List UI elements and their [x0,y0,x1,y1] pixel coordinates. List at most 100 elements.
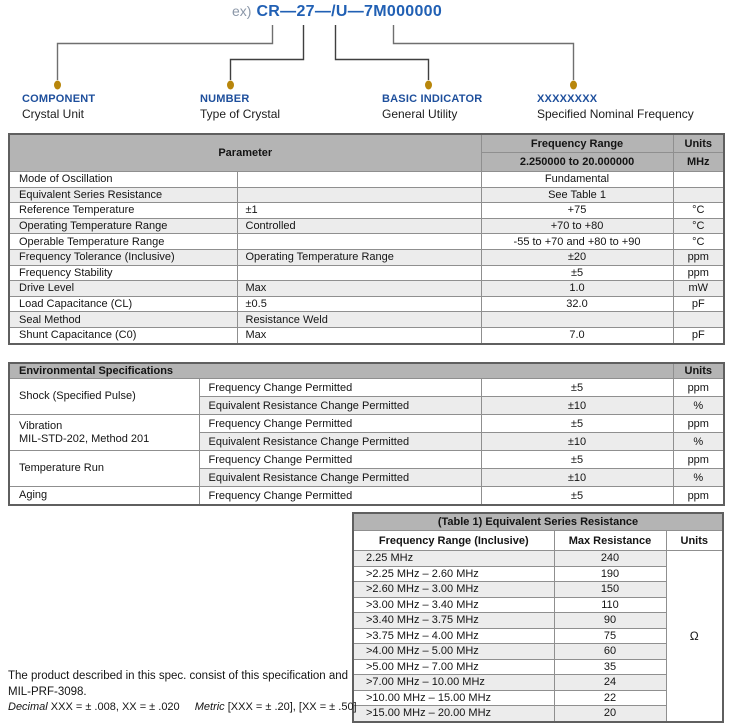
table-row: Shunt Capacitance (C0) Max 7.0 pF [8,326,725,345]
environmental-spec-table: Environmental Specifications Units Shock… [8,362,726,506]
table-row: 2.250000 to 20.000000 MHz [9,152,725,172]
env-unit-cell: ppm [672,450,725,469]
env-param-cell: Equivalent Resistance Change Permitted [198,432,482,451]
env-header-title: Environmental Specifications [8,362,674,379]
esr-table: (Table 1) Equivalent Series Resistance F… [352,512,725,723]
diagram-label-frequency: XXXXXXXX Specified Nominal Frequency [537,92,694,122]
param-value-cell: +75 [480,202,674,219]
esr-resistance-cell: 22 [553,689,667,706]
param-value-cell: +70 to +80 [480,217,674,235]
table-row: Operating Temperature Range Controlled +… [8,217,725,235]
esr-range-cell: 2.25 MHz [352,550,555,567]
table-row: 2.25 MHz 240 Ω [352,550,724,722]
param-unit-cell: mW [672,280,725,297]
param-unit-cell: ppm [672,264,725,282]
table-row: (Table 1) Equivalent Series Resistance [352,512,724,531]
env-group-cell: Shock (Specified Pulse) [8,378,200,415]
env-unit-cell: ppm [672,378,725,397]
esr-range-cell: >3.40 MHz – 3.75 MHz [352,612,555,629]
decimal-label: Decimal [8,701,48,713]
part-number-diagram-connectors [54,25,577,90]
table-row: Mode of Oscillation Fundamental [8,171,725,188]
esr-range-cell: >15.00 MHz – 20.00 MHz [352,705,555,722]
esr-range-cell: >3.75 MHz – 4.00 MHz [352,627,555,644]
table-row: >2.25 MHz – 2.60 MHz 190 [352,565,723,582]
param-name-cell: Equivalent Series Resistance [8,186,238,204]
esr-header-units: Units [665,530,724,551]
param-value-cell: See Table 1 [480,186,674,204]
table-row: Frequency Tolerance (Inclusive) Operatin… [8,248,725,266]
param-condition-cell [236,233,482,250]
label-title: NUMBER [200,93,250,105]
esr-header-resistance: Max Resistance [553,530,667,551]
env-unit-cell: ppm [672,414,725,433]
param-unit-cell: °C [672,233,725,250]
label-title: BASIC INDICATOR [382,93,483,105]
param-condition-cell [236,186,482,204]
env-group-cell: Temperature Run [8,450,200,487]
table-row: Temperature Run Frequency Change Permitt… [8,450,725,487]
esr-resistance-cell: 24 [553,674,667,691]
param-value-cell: ±5 [480,264,674,282]
spec-header-units-value: MHz [672,152,725,172]
esr-range-cell: >2.25 MHz – 2.60 MHz [352,565,555,582]
param-value-cell: Fundamental [480,171,674,188]
env-unit-cell: ppm [672,486,725,506]
env-value-cell: ±5 [480,378,674,397]
param-name-cell: Operable Temperature Range [8,233,238,250]
table-row: Equivalent Resistance Change Permitted ±… [9,396,725,415]
table-row: Environmental Specifications Units [8,362,725,379]
esr-range-cell: >7.00 MHz – 10.00 MHz [352,674,555,691]
table-row: Vibration MIL-STD-202, Method 201 Freque… [8,414,725,451]
esr-range-cell: >5.00 MHz – 7.00 MHz [352,658,555,675]
table-row: Parameter Frequency Range Units [8,133,725,172]
diagram-label-basic-indicator: BASIC INDICATOR General Utility [382,92,482,122]
table-row: >2.60 MHz – 3.00 MHz 150 [352,581,723,598]
esr-range-cell: >3.00 MHz – 3.40 MHz [352,596,555,613]
param-condition-cell: Operating Temperature Range [236,248,482,266]
table-row: Equivalent Series Resistance See Table 1 [8,186,725,204]
example-prefix: ex) [232,3,252,19]
connector-dot [227,80,234,90]
esr-units-cell: Ω [665,550,724,722]
table-row: >7.00 MHz – 10.00 MHz 24 [352,674,723,691]
esr-resistance-cell: 190 [553,565,667,582]
param-condition-cell: ±1 [236,202,482,219]
param-value-cell: ±20 [480,248,674,266]
env-unit-cell: % [672,396,725,415]
param-value-cell [480,311,674,328]
metric-label: Metric [194,701,225,713]
table-row: Drive Level Max 1.0 mW [8,280,725,297]
param-unit-cell: pF [672,295,725,313]
part-number-code: CR—27—/U—7M000000 [256,3,443,20]
product-note-line1: The product described in this spec. cons… [8,670,349,682]
param-unit-cell: °C [672,202,725,219]
connector-dot [425,80,432,90]
parameter-spec-table: Parameter Frequency Range Units 2.250000… [8,133,726,345]
footer-notes: The product described in this spec. cons… [8,669,357,716]
table-row: >3.40 MHz – 3.75 MHz 90 [352,612,723,629]
table-row: Equivalent Resistance Change Permitted ±… [9,468,725,487]
env-group-name: Vibration [19,419,63,432]
env-group-name2: MIL-STD-202, Method 201 [19,432,150,445]
param-unit-cell: ppm [672,248,725,266]
connector-line [229,25,305,80]
spec-header-parameter: Parameter [8,133,482,172]
env-value-cell: ±5 [480,414,674,433]
spec-header-range-value: 2.250000 to 20.000000 [480,152,674,172]
spec-header-units: Units [672,133,725,153]
param-condition-cell: ±0.5 [236,295,482,313]
esr-resistance-cell: 240 [553,550,667,567]
connector-line [56,25,274,80]
param-condition-cell [236,264,482,282]
esr-range-cell: >4.00 MHz – 5.00 MHz [352,643,555,660]
env-value-cell: ±10 [480,468,674,487]
param-unit-cell [672,186,725,204]
esr-header-range: Frequency Range (Inclusive) [352,530,555,551]
param-unit-cell: pF [672,326,725,345]
esr-range-cell: >10.00 MHz – 15.00 MHz [352,689,555,706]
env-param-cell: Frequency Change Permitted [198,486,482,506]
spec-header-frequency-range: Frequency Range [480,133,674,153]
connector-dot [54,80,61,90]
env-param-cell: Equivalent Resistance Change Permitted [198,468,482,487]
